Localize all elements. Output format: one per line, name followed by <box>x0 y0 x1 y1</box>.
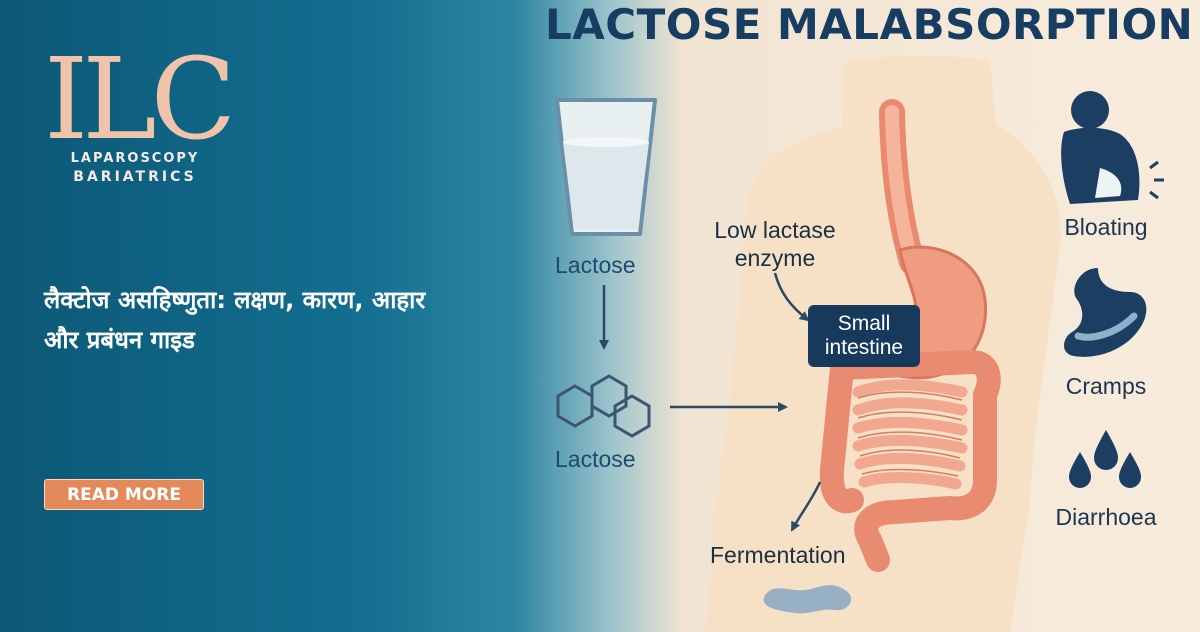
diarrhoea-drops-icon <box>1069 430 1141 488</box>
enzyme-line-1: Low lactase <box>714 217 836 243</box>
symptom-cramps-label: Cramps <box>1065 373 1147 399</box>
lactose-label-top: Lactose <box>555 252 636 278</box>
lactose-label-bottom: Lactose <box>555 446 636 472</box>
small-intestine-coils <box>852 379 968 490</box>
logo-text-bariatrics: BARIATRICS <box>73 169 197 185</box>
gas-icon <box>763 585 852 614</box>
bloating-person-icon <box>1061 91 1164 204</box>
large-intestine <box>830 350 1001 572</box>
small-intestine-line-1: Small <box>837 312 891 335</box>
fermentation-label: Fermentation <box>710 542 846 568</box>
symptom-bloating-label: Bloating <box>1064 214 1148 240</box>
headline-line-1: लैक्टोज असहिष्णुता: लक्षण, कारण, आहार <box>44 286 426 314</box>
lactose-molecule-icon <box>556 374 651 438</box>
enzyme-line-2: enzyme <box>734 245 816 271</box>
arrow-enzyme <box>773 272 810 322</box>
logo-text-laparoscopy: LAPAROSCOPY <box>70 151 200 166</box>
headline-line-2: और प्रबंधन गाइड <box>44 326 195 354</box>
low-lactase-enzyme-label: Low lactase enzyme <box>700 216 850 272</box>
logo-mark: ILC <box>44 35 236 165</box>
small-intestine-line-2: intestine <box>824 336 904 359</box>
milk-glass-icon <box>555 98 657 236</box>
article-headline[interactable]: लैक्टोज असहिष्णुता: लक्षण, कारण, आहार और… <box>44 280 584 360</box>
arrow-fermentation <box>790 481 822 532</box>
symptom-diarrhoea-label: Diarrhoea <box>1055 504 1157 530</box>
read-more-button[interactable]: READ MORE <box>44 479 204 510</box>
cramps-stomach-icon <box>1064 268 1147 357</box>
infographic-title: LACTOSE MALABSORPTION <box>545 0 1194 49</box>
small-intestine-badge: Small intestine <box>808 305 920 367</box>
